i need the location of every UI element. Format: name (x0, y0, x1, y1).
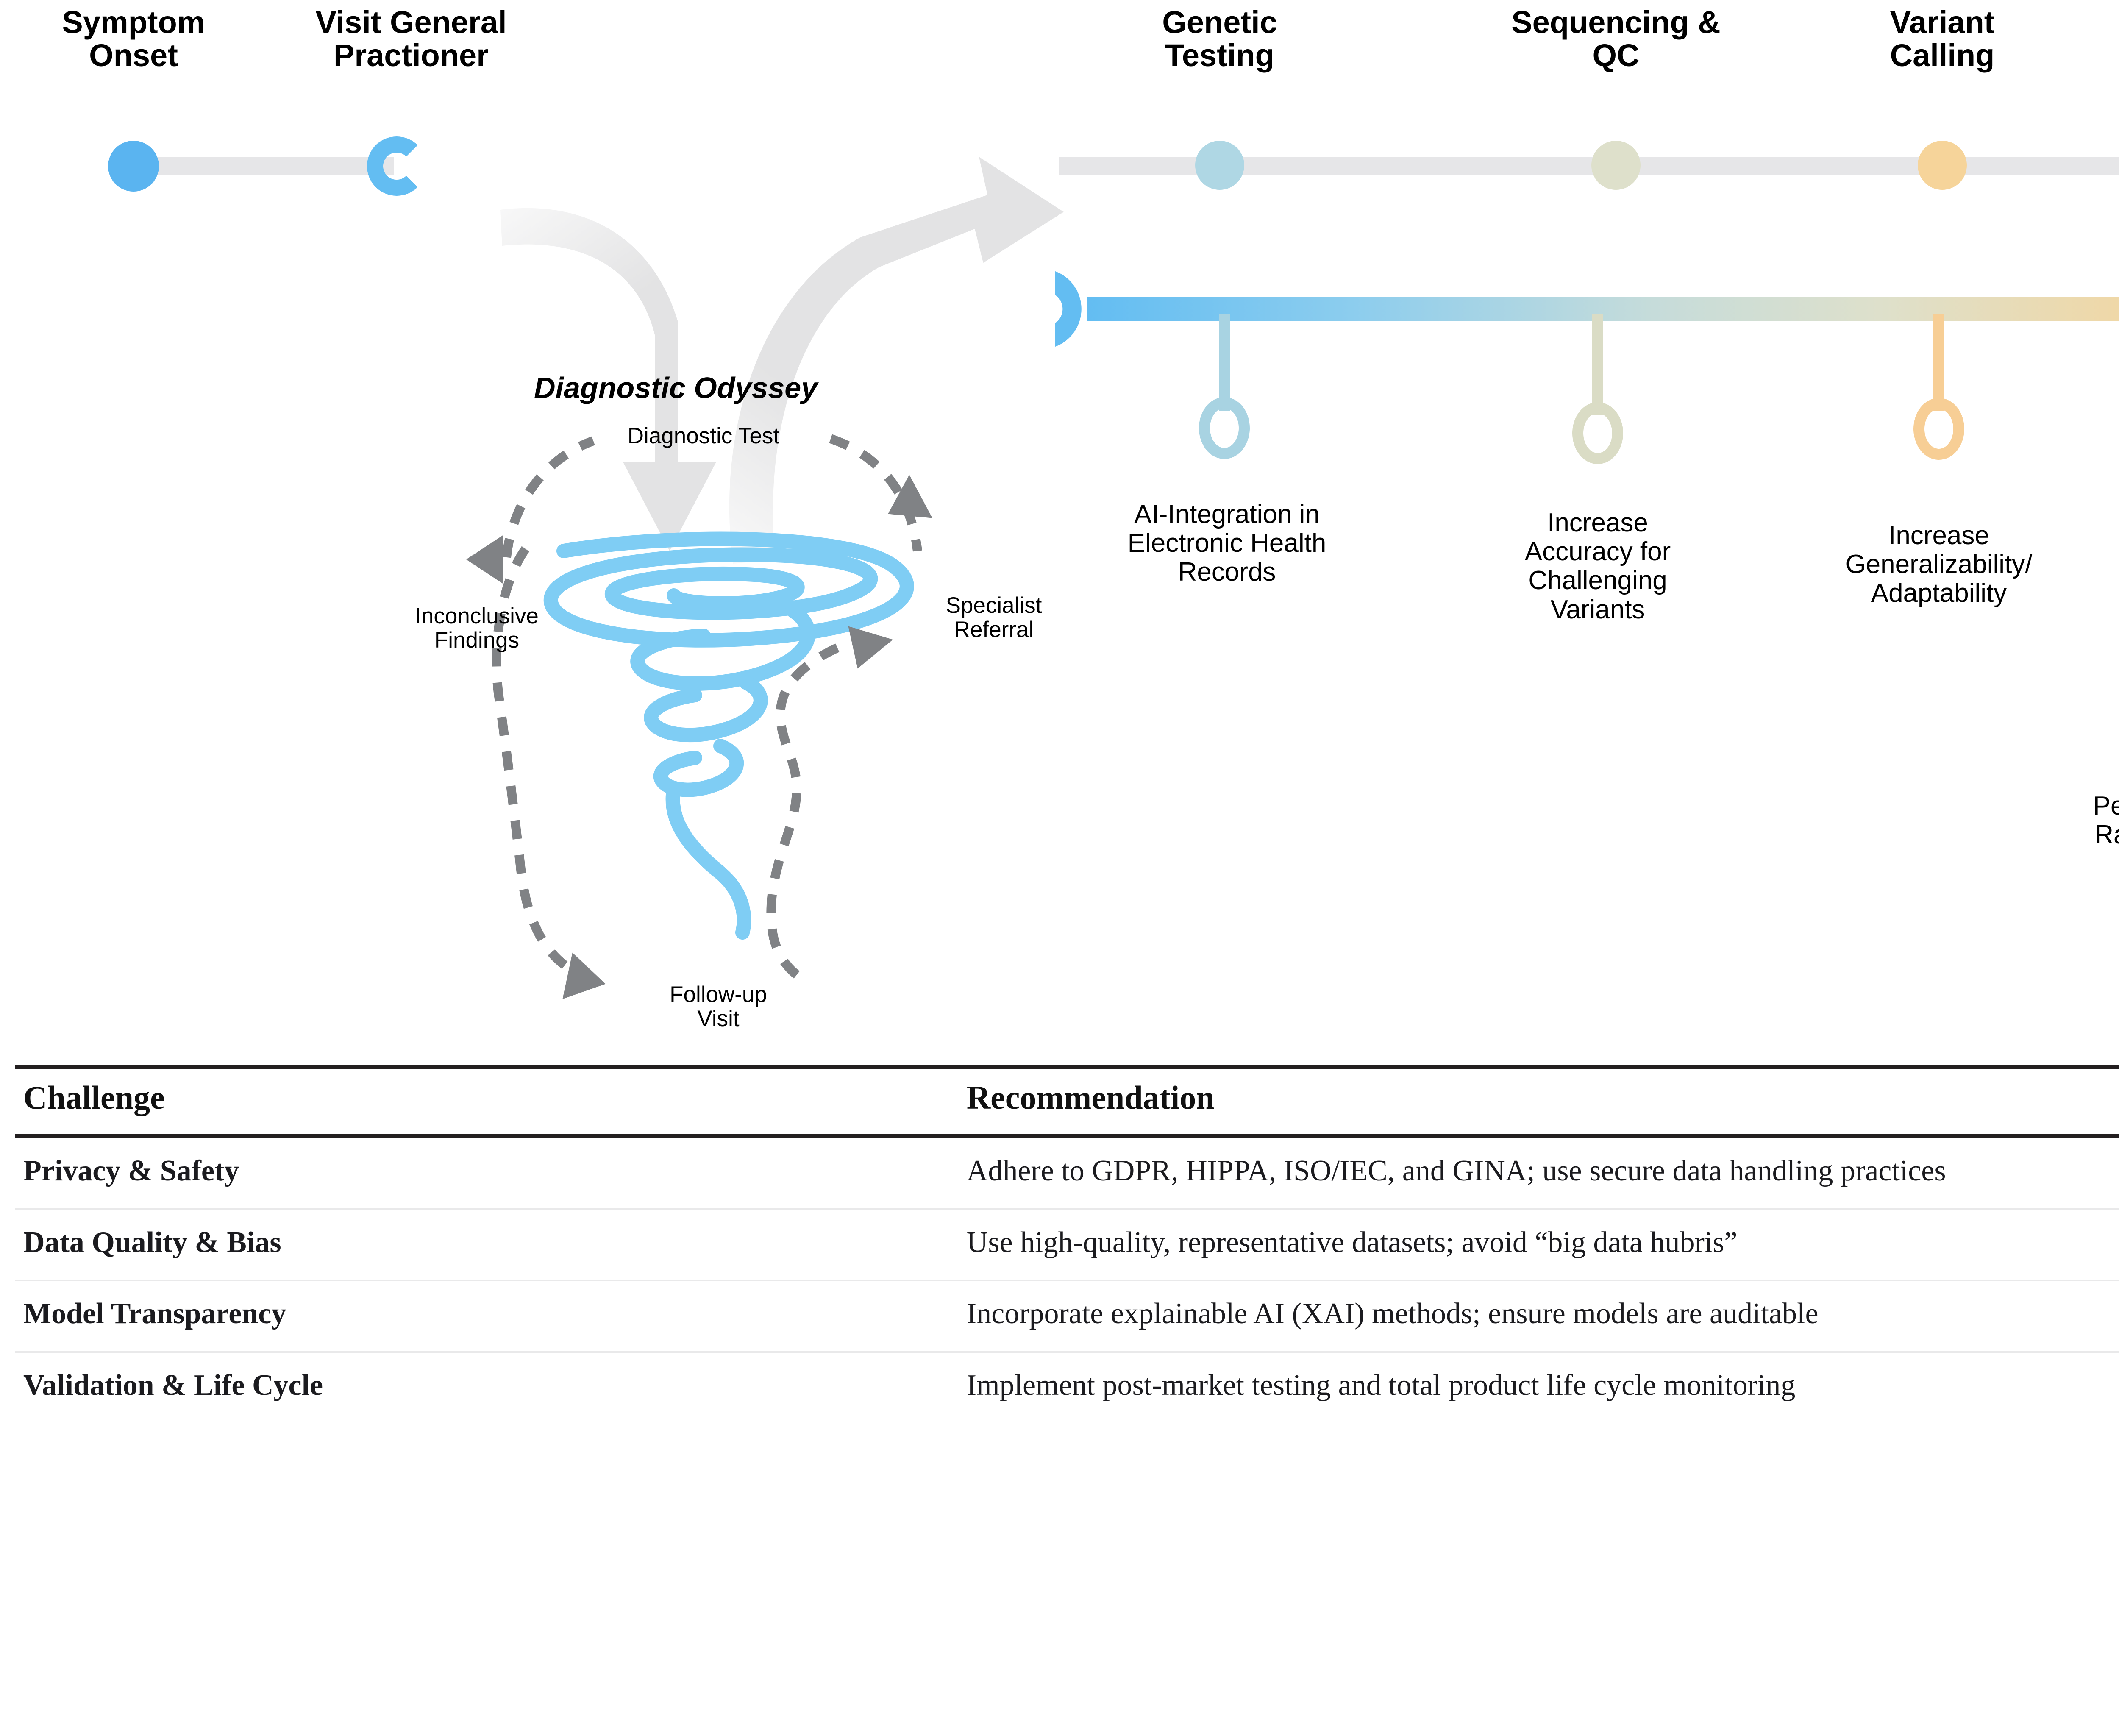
branch-label-increase-generalizability: Increase Generalizability/ Adaptability (1845, 521, 2033, 608)
gp-open-c-icon (367, 136, 426, 196)
table-row: Data Quality & Bias Use high-quality, re… (15, 1209, 2119, 1282)
stage-label-symptom-onset: Symptom Onset (62, 5, 205, 73)
odyssey-label-specialist-referral: Specialist Referral (945, 593, 1042, 643)
fork-arrow-right (729, 157, 1064, 564)
cell-challenge: Privacy & Safety (15, 1136, 958, 1210)
col-header-challenge: Challenge (15, 1065, 958, 1138)
recommendations-table: Challenge Recommendation Impact Privacy … (15, 1065, 2119, 1422)
odyssey-label-followup-visit: Follow-up Visit (670, 982, 767, 1032)
table-header-row: Challenge Recommendation Impact (15, 1065, 2119, 1138)
diagram-svg (123, 157, 2119, 999)
table-row: Privacy & Safety Adhere to GDPR, HIPPA, … (15, 1136, 2119, 1210)
cell-challenge: Validation & Life Cycle (23, 1369, 323, 1402)
odyssey-title: Diagnostic Odyssey (534, 371, 818, 404)
table-row: Model Transparency Incorporate explainab… (15, 1280, 2119, 1353)
cell-challenge: Data Quality & Bias (15, 1209, 958, 1282)
pipeline-diagram: Symptom Onset Visit General Practioner G… (62, 5, 2119, 1032)
branch-stem-1 (1199, 314, 1250, 459)
cell-recommendation: Implement post-market testing and total … (966, 1369, 1796, 1402)
stage-label-genetic-testing: Genetic Testing (1162, 5, 1277, 73)
branch-stem-2 (1572, 314, 1623, 464)
odyssey-label-inconclusive-findings: Inconclusive Findings (415, 604, 539, 653)
cell-challenge: Model Transparency (15, 1280, 958, 1353)
cell-recommendation: Use high-quality, representative dataset… (958, 1209, 2119, 1282)
branch-stem-3 (1913, 314, 1964, 460)
odyssey-arrowheads (466, 475, 933, 999)
dot-genetic-testing (1195, 141, 1244, 190)
cell-recommendation: Incorporate explainable AI (XAI) methods… (958, 1280, 2119, 1353)
cell-recommendation: Adhere to GDPR, HIPPA, ISO/IEC, and GINA… (958, 1136, 2119, 1210)
dot-symptom-onset (108, 141, 159, 192)
recommendations-table-wrapper: Challenge Recommendation Impact Privacy … (15, 1065, 2119, 1422)
branch-label-estimate-penetrance: Estimate Penetrance in Rare Disease Coho… (2093, 791, 2119, 850)
stage-label-sequencing-qc: Sequencing & QC (1511, 5, 1721, 73)
odyssey-label-diagnostic-test: Diagnostic Test (627, 423, 780, 448)
tornado-icon (543, 531, 914, 940)
col-header-recommendation: Recommendation (958, 1065, 2119, 1138)
stage-label-visit-gp: Visit General Practioner (315, 5, 507, 73)
table-row: Validation & Life Cycle Implement post-m… (15, 1352, 2119, 1423)
stage-label-variant-calling: Variant Calling (1890, 5, 1995, 73)
branch-label-increase-accuracy: Increase Accuracy for Challenging Varian… (1524, 508, 1671, 624)
current-track-left (123, 157, 394, 175)
branch-label-ai-integration: AI-Integration in Electronic Health Reco… (1127, 500, 1326, 587)
dot-variant-calling (1918, 141, 1967, 190)
odyssey-cycle-arrows (492, 434, 922, 979)
new-approach-cap-icon (1055, 271, 1082, 347)
fork-arrow-down (500, 208, 716, 551)
dot-sequencing-qc (1591, 141, 1641, 190)
